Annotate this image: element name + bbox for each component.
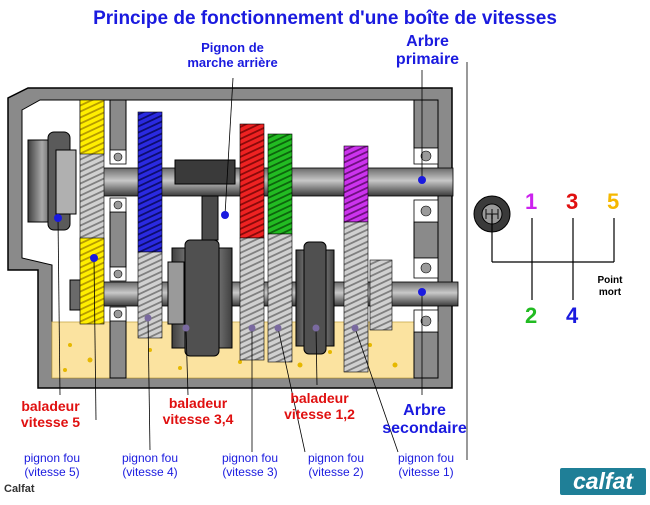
- reverse-gear-label-line1: Pignon de: [201, 40, 264, 55]
- idler-gear-2-label: pignon fou (vitesse 2): [296, 451, 376, 480]
- dog-clutch-5-label: baladeur vitesse 5: [8, 398, 93, 430]
- reverse-gear-label-line2: marche arrière: [187, 54, 278, 70]
- shift-gear-2: 2: [525, 303, 538, 328]
- primary-shaft-label-line2: primaire: [395, 51, 460, 69]
- gear2-secondary: [267, 233, 293, 363]
- page-title: Principe de fonctionnement d'une boîte d…: [93, 8, 557, 29]
- idler-gear-1-label-line1: pignon fou: [397, 451, 455, 465]
- shift-gear-3: 3: [566, 189, 579, 214]
- secondary-shaft-label: Arbre secondaire: [372, 402, 477, 439]
- dog-clutch-34-label-line1: baladeur: [168, 395, 228, 411]
- shift-gear-1: 1: [525, 189, 538, 214]
- shift-gear-4: 4: [566, 303, 579, 328]
- secondary-shaft-label-line1: Arbre: [403, 402, 446, 419]
- dog-clutch-5-label-line1: baladeur: [21, 398, 80, 414]
- secondary-shaft-label-line2: secondaire: [382, 420, 467, 438]
- primary-shaft-label-line1: Arbre: [406, 33, 449, 50]
- idler-gear-3-label-line1: pignon fou: [221, 451, 279, 465]
- idler-gear-4-label-line2: (vitesse 4): [122, 464, 178, 479]
- idler-gear-1-label: pignon fou (vitesse 1): [386, 451, 466, 480]
- idler-gear-5-label-line1: pignon fou: [23, 451, 81, 465]
- neutral-label: Point mort: [586, 275, 634, 298]
- dog-clutch-34-label-line2: vitesse 3,4: [162, 411, 234, 428]
- primary-shaft-label: Arbre primaire: [385, 33, 470, 70]
- gear2-primary: [267, 133, 293, 235]
- idler-gear-5-label: pignon fou (vitesse 5): [12, 451, 92, 480]
- idler-gear-2-label-line2: (vitesse 2): [308, 464, 364, 479]
- gear1-secondary: [343, 221, 369, 373]
- idler-gear-3-label: pignon fou (vitesse 3): [210, 451, 290, 480]
- neutral-label-line1: Point: [597, 275, 623, 286]
- dog-clutch-12-label-line2: vitesse 1,2: [284, 406, 355, 423]
- gear4-secondary: [137, 251, 163, 339]
- calfat-logo: calfat: [560, 468, 646, 495]
- input-coupling: [27, 131, 85, 311]
- idler-gear-4-label-line1: pignon fou: [121, 451, 179, 465]
- idler-gear-5-label-line2: (vitesse 5): [24, 464, 80, 479]
- dog-clutch-5-label-line2: vitesse 5: [20, 414, 81, 431]
- shift-gate: [473, 195, 615, 300]
- gear1-primary: [343, 145, 369, 223]
- idler-gear-1-label-line2: (vitesse 1): [398, 464, 454, 479]
- neutral-label-line2: mort: [598, 286, 622, 298]
- dog-clutch-12-label: baladeur vitesse 1,2: [272, 390, 367, 422]
- idler-gear-2-label-line1: pignon fou: [307, 451, 365, 465]
- gear4-primary: [137, 111, 163, 253]
- dog-clutch-34-label: baladeur vitesse 3,4: [148, 395, 248, 427]
- shift-gear-5: 5: [607, 189, 620, 214]
- reverse-gear-label: Pignon de marche arrière: [170, 40, 295, 71]
- dog-clutch-12-label-line1: baladeur: [290, 390, 349, 406]
- reverse-gear: [174, 159, 236, 185]
- gear3-primary: [239, 123, 265, 239]
- idler-gear-3-label-line2: (vitesse 3): [222, 464, 278, 479]
- idler-gear-4-label: pignon fou (vitesse 4): [110, 451, 190, 480]
- gear5-secondary: [79, 237, 105, 325]
- credit: Calfat: [4, 483, 35, 495]
